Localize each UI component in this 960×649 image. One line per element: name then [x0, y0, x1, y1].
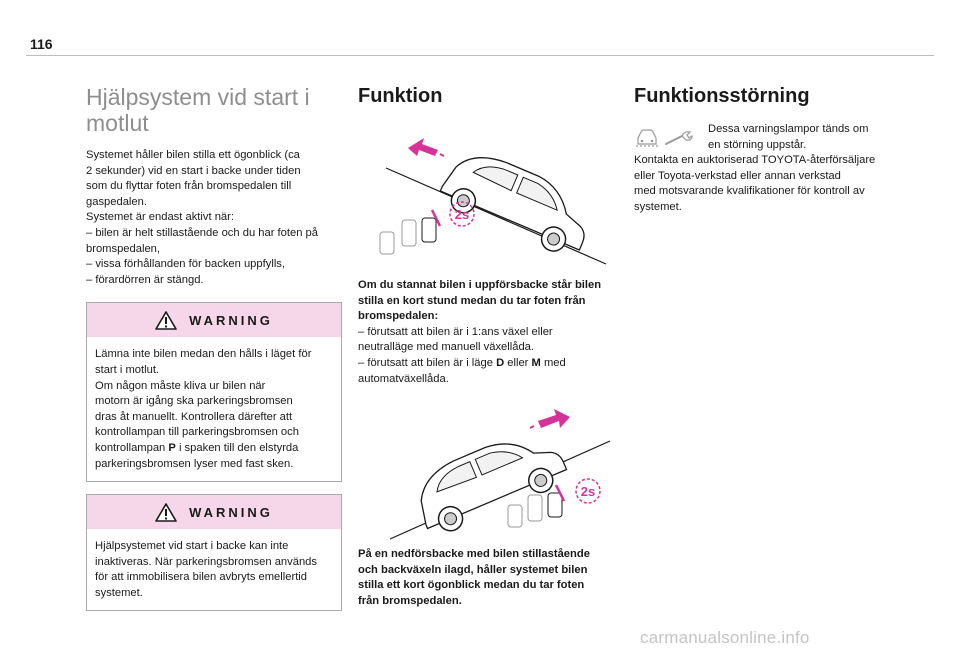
warning-header: WARNING [87, 303, 341, 338]
warning-text-part: Hjälpsystemet vid start i backe kan inte… [95, 540, 317, 599]
caption-text: eller [504, 356, 532, 369]
uphill-illustration: 2s [358, 118, 620, 268]
timer-label: 2s [581, 484, 595, 499]
column-function: Funktion [358, 84, 620, 610]
column-malfunction: Funktionsstörning Dessa varningslampor t… [634, 84, 896, 216]
lamps-paragraph: Dessa varningslampor tänds om en störnin… [708, 123, 869, 151]
warning-box-1: WARNING Lämna inte bilen medan den hålls… [86, 302, 342, 483]
contact-paragraph: Kontakta en auktoriserad TOYOTA-återförs… [634, 154, 876, 213]
warning-title: WARNING [189, 504, 273, 520]
section-title: Funktionsstörning [634, 85, 810, 107]
caption-downhill: På en nedförsbacke med bilen stillaståen… [358, 547, 620, 609]
caption-bold: Om du stannat bilen i uppförsbacke står … [358, 279, 602, 323]
timer-2s-icon: 2s [449, 201, 475, 227]
watermark: carmanualsonline.info [640, 628, 810, 647]
timer-label: 2s [455, 207, 469, 222]
pedal-icon [507, 492, 563, 528]
uphill-car-icon: 2s [379, 138, 607, 265]
warning-header: WARNING [87, 495, 341, 530]
caption-uphill: Om du stannat bilen i uppförsbacke står … [358, 278, 620, 387]
caption-text: – förutsatt att bilen är i 1:ans växel e… [358, 325, 553, 369]
downhill-car-icon: 2s [389, 409, 611, 540]
caption-text: med automatväxellåda. [358, 356, 566, 385]
pedal-icon [379, 217, 437, 255]
section-title: Funktion [358, 85, 443, 107]
warning-lamps-row: Dessa varningslampor tänds om en störnin… [634, 122, 896, 153]
warning-text: Lämna inte bilen medan den hålls i läget… [87, 337, 341, 481]
section-title: Hjälpsystem vid start i motlut [86, 84, 310, 136]
warning-text: Hjälpsystemet vid start i backe kan inte… [87, 529, 341, 610]
intro-text: Systemet håller bilen stilla ett ögonbli… [86, 148, 342, 288]
caption-bold-d: D [496, 356, 505, 369]
car-fault-lamp-icon [636, 129, 658, 147]
page-number: 116 [30, 36, 53, 52]
timer-2s-icon: 2s [575, 478, 601, 504]
warning-lamps [634, 122, 706, 148]
contact-text: Kontakta en auktoriserad TOYOTA-återförs… [634, 153, 896, 215]
warning-text-part: i spaken till den elstyrda parkeringsbro… [95, 441, 299, 470]
caption-bold-m: M [531, 356, 541, 369]
warning-text-bold: P [168, 441, 176, 454]
warning-title: WARNING [189, 312, 273, 328]
column-hill-start: Hjälpsystem vid start i motlut Systemet … [86, 84, 342, 612]
header-rule [26, 55, 934, 56]
intro-paragraph: Systemet håller bilen stilla ett ögonbli… [86, 149, 318, 286]
motion-arrow [408, 138, 445, 157]
downhill-illustration: 2s [358, 401, 620, 541]
warning-text-part: Lämna inte bilen medan den hålls i läget… [95, 348, 312, 454]
wrench-lamp-icon [665, 131, 693, 145]
motion-arrow [529, 409, 570, 430]
warning-triangle-icon [155, 311, 177, 330]
warning-lamps-text: Dessa varningslampor tänds om en störnin… [706, 122, 868, 153]
warning-triangle-icon [155, 502, 177, 522]
warning-box-2: WARNING Hjälpsystemet vid start i backe … [86, 494, 342, 612]
caption-bold: På en nedförsbacke med bilen stillaståen… [358, 548, 590, 607]
